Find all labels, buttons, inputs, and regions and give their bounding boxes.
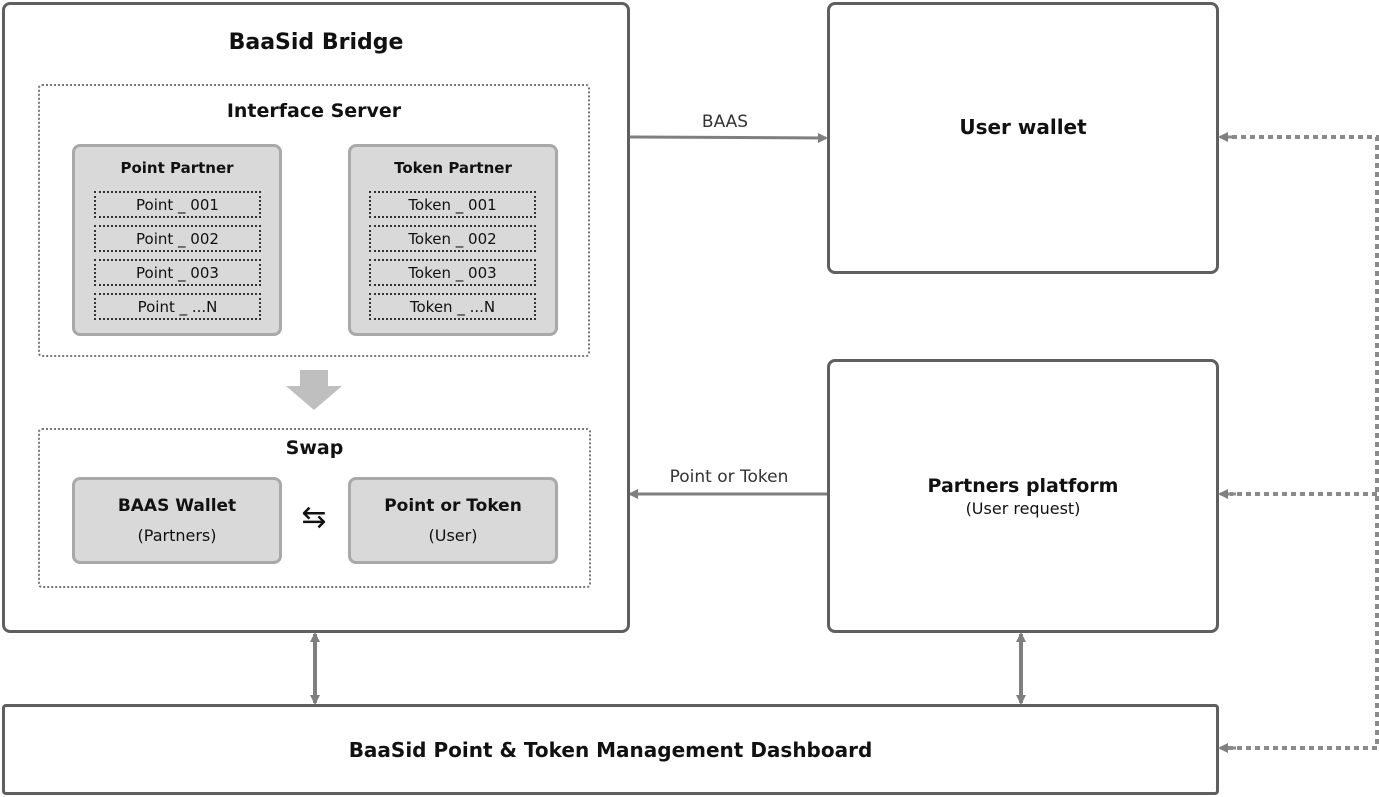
swap-title: Swap	[285, 437, 344, 459]
baas-wallet-title: BAAS Wallet	[117, 496, 237, 516]
partners-platform-sub: (User request)	[965, 498, 1081, 518]
point-item: Point _ ...N	[94, 293, 261, 320]
feedback-dashed-line	[1228, 135, 1379, 750]
partners-platform-box: Partners platform (User request)	[827, 359, 1219, 633]
baas-arrow	[629, 132, 828, 143]
swap-group	[38, 428, 591, 588]
token-partner-title: Token Partner	[394, 159, 512, 177]
token-item: Token _ 003	[369, 259, 536, 286]
point-or-token-user-box: Point or Token (User)	[348, 477, 558, 564]
baas-edge-label: BAAS	[701, 112, 749, 132]
token-item: Token _ 002	[369, 225, 536, 252]
point-item: Point _ 002	[94, 225, 261, 252]
interface-server-title: Interface Server	[226, 100, 402, 122]
dashboard-title: BaaSid Point & Token Management Dashboar…	[348, 737, 873, 762]
point-partner-title: Point Partner	[120, 159, 234, 177]
baas-wallet-box: BAAS Wallet (Partners)	[72, 477, 282, 564]
user-wallet-title: User wallet	[959, 115, 1087, 139]
token-item: Token _ ...N	[369, 293, 536, 320]
swap-exchange-icon: ⇆	[301, 500, 327, 535]
partners-platform-title: Partners platform	[927, 474, 1119, 497]
bridge-title: BaaSid Bridge	[228, 30, 404, 55]
interface-server-group	[38, 84, 590, 357]
point-item: Point _ 003	[94, 259, 261, 286]
baas-wallet-sub: (Partners)	[137, 526, 217, 545]
point-or-token-title: Point or Token	[384, 496, 522, 516]
user-wallet-box: User wallet	[827, 2, 1219, 274]
management-dashboard-box: BaaSid Point & Token Management Dashboar…	[2, 704, 1219, 795]
point-or-token-sub: (User)	[428, 526, 478, 545]
point-or-token-edge-label: Point or Token	[669, 467, 789, 487]
token-item: Token _ 001	[369, 191, 536, 218]
point-item: Point _ 001	[94, 191, 261, 218]
